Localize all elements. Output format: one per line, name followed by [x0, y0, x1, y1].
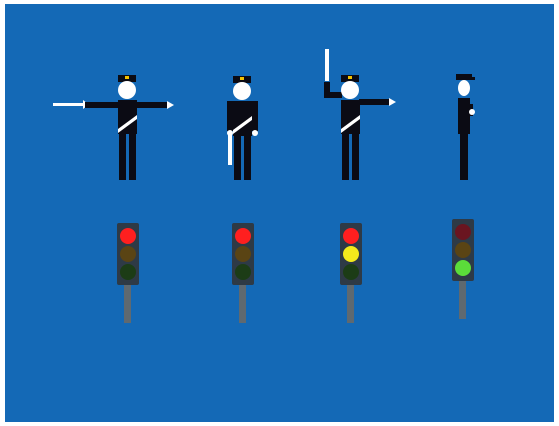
- cap-badge: [125, 76, 129, 79]
- amber-lamp: [120, 246, 136, 262]
- amber-lamp: [455, 242, 471, 258]
- head: [341, 81, 359, 99]
- head: [458, 80, 470, 96]
- leg-left: [342, 134, 349, 180]
- hand-right: [252, 130, 258, 136]
- pole: [347, 285, 354, 323]
- background: [5, 4, 554, 422]
- red-lamp: [455, 224, 471, 240]
- red-lamp: [343, 228, 359, 244]
- red-lamp: [235, 228, 251, 244]
- green-lamp: [343, 264, 359, 280]
- leg-right: [352, 134, 359, 180]
- green-lamp: [235, 264, 251, 280]
- head: [118, 81, 136, 99]
- pole: [459, 281, 466, 319]
- leg-left: [234, 136, 241, 180]
- arm-right: [359, 99, 389, 105]
- leg: [460, 134, 468, 180]
- cap: [456, 74, 472, 80]
- hand: [469, 109, 475, 115]
- illustration-canvas: [5, 4, 554, 422]
- arm-raised-forearm: [324, 92, 342, 98]
- leg-right: [244, 136, 251, 180]
- green-lamp: [455, 260, 471, 276]
- amber-lamp: [235, 246, 251, 262]
- baton: [53, 103, 83, 106]
- cap-visor: [470, 77, 475, 80]
- cap-badge: [348, 76, 352, 79]
- pole: [239, 285, 246, 323]
- leg-left: [119, 134, 126, 180]
- leg-right: [129, 134, 136, 180]
- arm-right: [137, 102, 167, 108]
- head: [233, 82, 251, 100]
- baton: [325, 49, 329, 81]
- pole: [124, 285, 131, 323]
- arm-right: [252, 101, 258, 131]
- arm-left: [85, 102, 121, 108]
- red-lamp: [120, 228, 136, 244]
- arm-left: [227, 101, 233, 131]
- baton: [228, 135, 232, 165]
- cap-badge: [240, 77, 244, 80]
- traffic-signals-illustration: [5, 4, 554, 422]
- green-lamp: [120, 264, 136, 280]
- amber-lamp: [343, 246, 359, 262]
